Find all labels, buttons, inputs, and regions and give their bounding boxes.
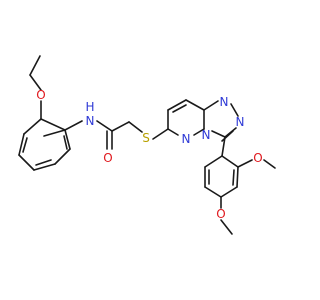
methylene-bond bbox=[111, 121, 130, 132]
methoxy-bond bbox=[220, 219, 233, 235]
ethoxy-oxygen-label: O bbox=[36, 88, 45, 102]
s-ring-bond bbox=[152, 128, 169, 140]
molecule-diagram: N H O S O N N N N O O bbox=[18, 55, 276, 235]
ring-bond bbox=[23, 118, 42, 135]
methoxy-oxygen-1-label: O bbox=[253, 151, 262, 165]
triazole-nitrogen-2-label: N bbox=[236, 115, 245, 129]
amide-hydrogen-label: H bbox=[85, 100, 94, 114]
pyridazine-nitrogen-label: N bbox=[182, 132, 191, 146]
pyridazine-ring bbox=[167, 99, 205, 136]
aryl-n-bond bbox=[64, 120, 83, 131]
bridgehead-nitrogen-label: N bbox=[202, 128, 211, 142]
structure-canvas: N H O S O N N N N O O bbox=[18, 55, 276, 235]
methoxy-bond bbox=[263, 159, 276, 169]
triazole-nitrogen-1-label: N bbox=[220, 95, 229, 109]
amide-nitrogen-label: N bbox=[86, 114, 95, 128]
dimethoxyphenyl-ring bbox=[204, 155, 239, 198]
amide-bond bbox=[96, 120, 113, 132]
aryl-link-bond bbox=[221, 136, 226, 157]
ethoxy-bond bbox=[29, 74, 42, 91]
methoxy-oxygen-2-label: O bbox=[216, 207, 225, 221]
sulfur-label: S bbox=[142, 131, 150, 145]
ring-bond bbox=[40, 118, 66, 131]
ch2-s-bond bbox=[128, 121, 143, 133]
ethoxy-bond bbox=[29, 55, 41, 76]
carbonyl-oxygen-label: O bbox=[103, 151, 112, 165]
methoxy-bond bbox=[237, 159, 253, 168]
ethoxyphenyl-ring bbox=[18, 129, 71, 171]
